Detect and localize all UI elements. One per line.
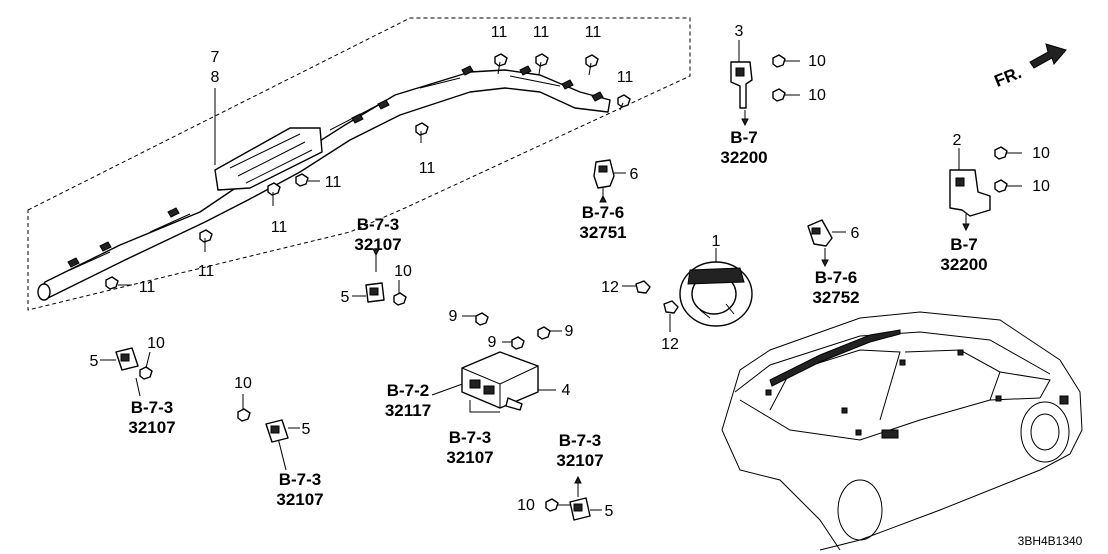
- callout-5: 5: [341, 289, 350, 306]
- clock-spring-1: [622, 261, 753, 332]
- callout-5: 5: [90, 353, 99, 370]
- ref-code: 32752: [812, 288, 859, 307]
- callout-5: 5: [302, 421, 311, 438]
- ref-code: 32107: [276, 490, 323, 509]
- sensor-5-middle: [352, 280, 407, 306]
- callout-7: 7: [211, 49, 220, 66]
- front-arrow-icon: [1029, 43, 1067, 69]
- callout-11: 11: [491, 24, 508, 41]
- ref-section: B-7: [950, 235, 977, 254]
- callout-9: 9: [565, 323, 574, 340]
- bracket-3: [730, 54, 800, 109]
- sensor-6-lower: [807, 219, 846, 247]
- sensor-6-upper: [593, 159, 626, 189]
- ref-code: 32200: [720, 148, 767, 167]
- callout-2: 2: [953, 132, 962, 149]
- ref-section: B-7-3: [559, 431, 602, 450]
- ref-code: 32107: [128, 418, 175, 437]
- callout-10: 10: [808, 87, 826, 104]
- ref-section: B-7: [730, 128, 757, 147]
- callout-9: 9: [488, 334, 497, 351]
- callout-11: 11: [617, 69, 634, 86]
- ref-arrows: [372, 118, 970, 484]
- ref-section: B-7-3: [131, 398, 174, 417]
- callout-10: 10: [147, 335, 165, 352]
- ref-section: B-7-3: [357, 215, 400, 234]
- callout-4: 4: [562, 382, 571, 399]
- callout-6: 6: [630, 166, 639, 183]
- ref-code: 32200: [940, 255, 987, 274]
- callout-10: 10: [394, 263, 412, 280]
- sensor-5-lower-right: [545, 497, 602, 521]
- vehicle-illustration: [721, 311, 1083, 551]
- callout-11: 11: [533, 24, 550, 41]
- callout-11: 11: [585, 24, 602, 41]
- ref-section: B-7-6: [815, 268, 858, 287]
- callout-10: 10: [517, 497, 535, 514]
- callout-10: 10: [808, 53, 826, 70]
- bolt-11-group: [105, 53, 631, 290]
- curtain-airbag-boundary: [27, 17, 691, 311]
- callout-10: 10: [1032, 145, 1050, 162]
- ref-code: 32107: [446, 448, 493, 467]
- sensor-5-left: [100, 347, 153, 380]
- srs-unit-4: [461, 312, 562, 411]
- callout-11: 11: [139, 279, 156, 296]
- callout-8: 8: [211, 69, 220, 86]
- callout-11: 11: [271, 219, 288, 236]
- callout-12: 12: [661, 336, 679, 353]
- ref-section: B-7-6: [582, 203, 625, 222]
- front-label: FR.: [992, 63, 1025, 91]
- curtain-airbag-assembly: [37, 65, 611, 301]
- callout-12: 12: [601, 279, 619, 296]
- sensor-5-lower-left: [237, 394, 300, 443]
- ref-section: B-7-3: [449, 428, 492, 447]
- callout-11: 11: [419, 160, 436, 177]
- diagram-code: 3BH4B1340: [1018, 534, 1083, 548]
- ref-code: 32107: [556, 451, 603, 470]
- callout-11: 11: [325, 174, 342, 191]
- bracket-2: [949, 146, 1022, 217]
- callout-6: 6: [851, 225, 860, 242]
- callout-3: 3: [735, 23, 744, 40]
- callout-1: 1: [712, 233, 721, 250]
- callout-10: 10: [234, 375, 252, 392]
- ref-section: B-7-2: [387, 381, 430, 400]
- callout-10: 10: [1032, 178, 1050, 195]
- ref-code: 32107: [354, 235, 401, 254]
- ref-code: 32751: [579, 223, 626, 242]
- callout-9: 9: [449, 308, 458, 325]
- callout-5: 5: [605, 503, 614, 520]
- ref-code: 32117: [385, 401, 431, 420]
- callout-11: 11: [198, 263, 215, 280]
- ref-section: B-7-3: [279, 470, 322, 489]
